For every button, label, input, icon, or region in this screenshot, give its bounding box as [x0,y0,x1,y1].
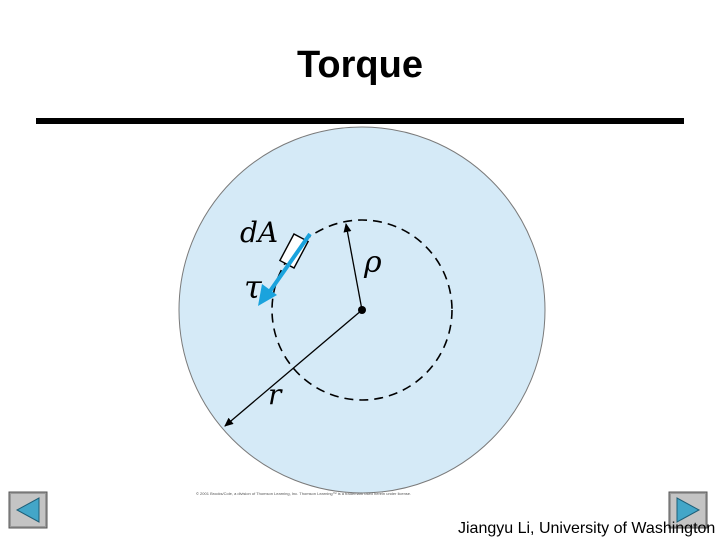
next-slide-button[interactable] [668,491,708,529]
author-footer: Jiangyu Li, University of Washington [458,520,716,537]
rho-radius-line [343,223,363,311]
r-label: r [268,378,283,411]
rho-label: ρ [363,245,382,280]
tau-arrow [258,232,312,306]
dA-label: dA [240,216,278,249]
rho-dashed-circle [271,219,453,401]
triangle-left-icon [8,491,48,529]
triangle-right-icon [668,491,708,529]
tau-label: τ [244,268,263,306]
slide-title: Torque [297,44,423,86]
copyright-notice: © 2001 Brooks/Cole, a division of Thomso… [196,491,412,496]
r-radius-line [224,309,363,427]
title-divider [36,118,684,124]
previous-slide-button[interactable] [8,491,48,529]
